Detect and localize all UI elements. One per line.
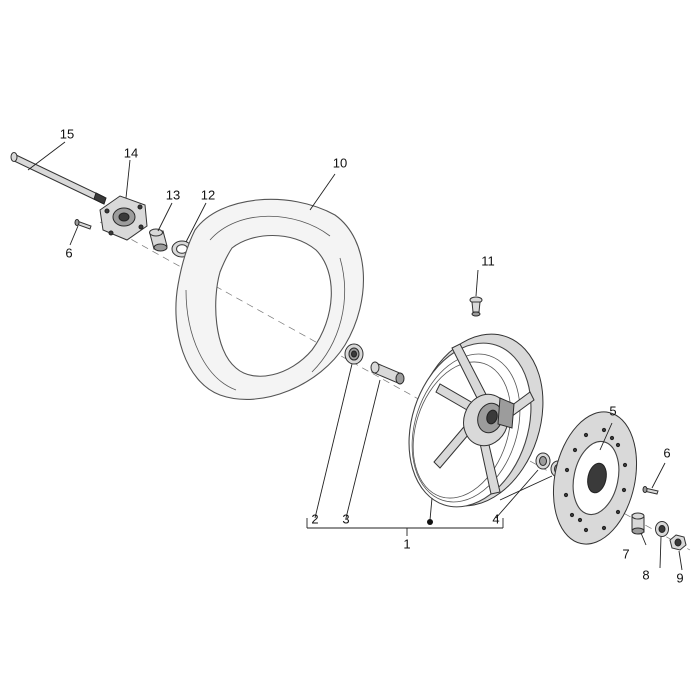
callout-8: 8: [642, 567, 649, 582]
callout-5: 5: [609, 403, 616, 418]
part-6-screw-left: [74, 219, 92, 230]
callout-4: 4: [492, 511, 499, 526]
callout-14: 14: [124, 145, 138, 160]
rim-marker-dot: [427, 519, 433, 525]
callout-11: 11: [481, 253, 495, 268]
part-7-spacer: [631, 512, 645, 535]
callout-6-right: 6: [663, 445, 670, 460]
part-3-spacer-tube: [370, 361, 405, 385]
callout-labels: 15 14 13 12 6 10 11 5 6 2 3 4 1 7 8 9: [60, 126, 684, 585]
part-13-spacer: [149, 228, 168, 252]
part-1-rim: [408, 333, 544, 508]
callout-6-left: 6: [65, 245, 72, 260]
callout-10: 10: [333, 155, 347, 170]
callout-3: 3: [342, 511, 349, 526]
callout-12: 12: [201, 187, 215, 202]
part-15-axle: [10, 152, 107, 205]
callout-15: 15: [60, 126, 74, 141]
callout-13: 13: [166, 187, 180, 202]
part-8-seal: [655, 521, 669, 537]
callout-1: 1: [403, 536, 410, 551]
callout-2: 2: [311, 511, 318, 526]
part-2-bearing: [344, 343, 364, 365]
part-5-brake-disc: [552, 411, 638, 545]
part-14-hub-flange: [99, 195, 148, 241]
callout-7: 7: [622, 546, 629, 561]
part-11-valve: [469, 296, 483, 317]
callout-9: 9: [676, 570, 683, 585]
leader-lines: [27, 141, 683, 571]
part-6-screw-right: [642, 486, 659, 495]
part-9-nut: [669, 534, 687, 551]
part-10-tyre: [175, 198, 365, 400]
